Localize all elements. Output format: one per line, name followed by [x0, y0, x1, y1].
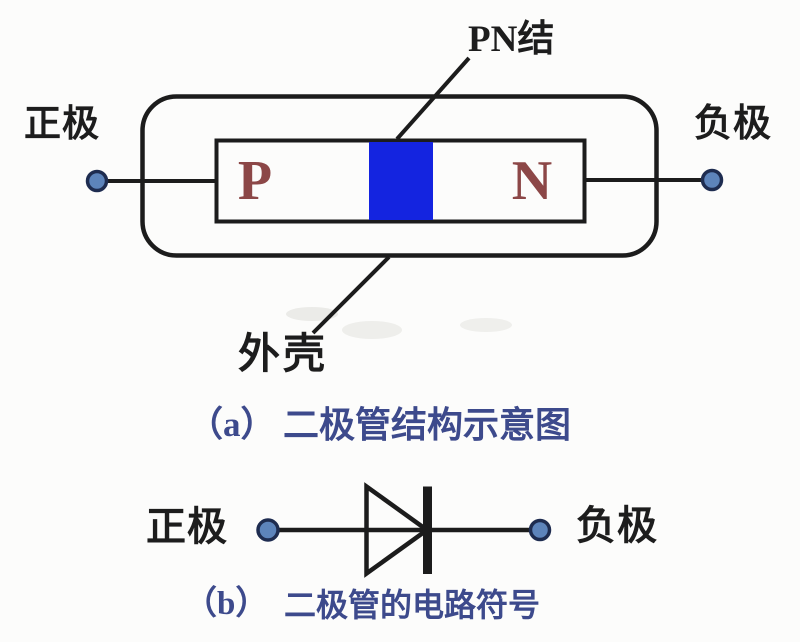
- label-pn-junction: PN结: [468, 19, 555, 60]
- watermark-smudge: [286, 307, 338, 321]
- caption-a-index: （a）: [188, 405, 276, 444]
- p-region-letter: P: [237, 150, 273, 212]
- diode-symbol-cathode-bar: [423, 486, 432, 574]
- shell-outline: [140, 94, 659, 258]
- cathode-terminal-dot: [700, 168, 724, 192]
- watermark-smudge: [460, 318, 512, 332]
- pn-junction-region: [369, 142, 433, 220]
- caption-a-title: 二极管结构示意图: [283, 405, 572, 445]
- diode-symbol-triangle: [364, 482, 431, 578]
- pn-junction-pointer-line: [395, 56, 471, 141]
- caption-b-title: 二极管的电路符号: [284, 587, 541, 623]
- n-region-letter: N: [511, 150, 553, 212]
- label-shell: 外壳: [238, 332, 329, 378]
- shell-pointer-line: [311, 255, 391, 335]
- label-positive-terminal-b: 正极: [146, 504, 228, 549]
- semiconductor-body: [214, 138, 587, 224]
- anode-terminal-dot: [85, 169, 109, 193]
- watermark-smudge: [342, 321, 402, 339]
- symbol-anode-terminal-dot: [256, 518, 280, 542]
- label-negative-terminal-a: 负极: [694, 103, 773, 145]
- caption-b-index: （b）: [184, 586, 269, 622]
- label-negative-terminal-b: 负极: [576, 503, 658, 548]
- symbol-cathode-terminal-dot: [528, 518, 552, 542]
- label-positive-terminal-a: 正极: [24, 104, 100, 145]
